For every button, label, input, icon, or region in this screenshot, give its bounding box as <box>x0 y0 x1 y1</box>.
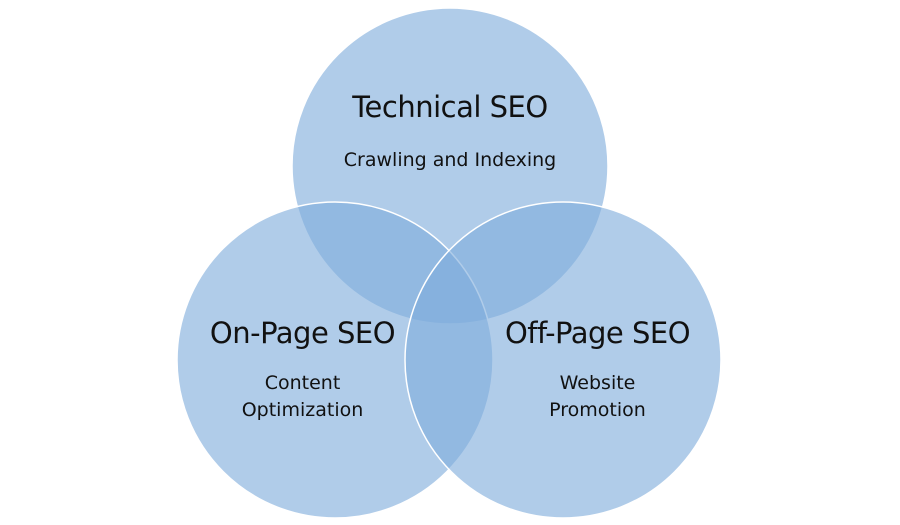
off-page-seo-description-line-1: Website <box>559 372 636 394</box>
circle-off-page-seo <box>404 201 722 519</box>
technical-seo-title: Technical SEO <box>352 90 548 124</box>
on-page-seo-title: On-Page SEO <box>209 316 396 350</box>
on-page-seo-description: Content Optimization <box>190 370 415 424</box>
on-page-seo-description-line-1: Content <box>264 372 341 394</box>
technical-seo-description: Crawling and Indexing <box>300 147 600 174</box>
off-page-seo-title: Off-Page SEO <box>504 316 691 350</box>
on-page-seo-description-line-2: Optimization <box>241 399 364 421</box>
off-page-seo-description-line-2: Promotion <box>549 399 646 421</box>
technical-seo-description-line: Crawling and Indexing <box>343 149 557 171</box>
off-page-seo-description: Website Promotion <box>485 370 710 424</box>
